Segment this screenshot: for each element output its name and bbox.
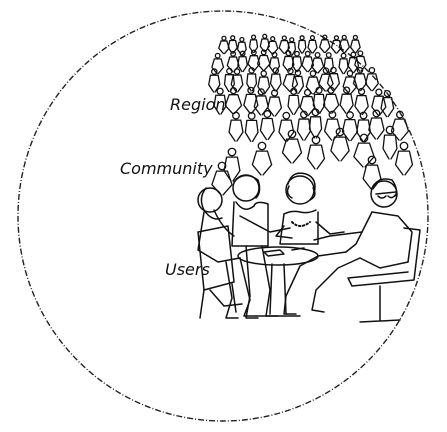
label-users: Users <box>165 260 210 279</box>
community-person-icon <box>281 129 303 164</box>
crowd-person-icon <box>218 35 230 55</box>
community-person-icon <box>223 147 241 182</box>
scope-circle <box>17 10 429 422</box>
crowd-person-icon <box>237 50 248 73</box>
crowd-person-icon <box>323 52 334 74</box>
crowd-person-icon <box>259 110 275 141</box>
crowd-person-icon <box>371 88 387 116</box>
crowd-person-icon <box>326 66 341 92</box>
seated-group-illustration-icon <box>197 172 421 323</box>
crowd-person-icon <box>259 33 270 53</box>
crowd-person-icon <box>228 111 244 142</box>
crowd-person-icon <box>341 111 359 142</box>
crowd-person-icon <box>305 70 321 95</box>
crowd-person-icon <box>278 111 295 142</box>
crowd-person-icon <box>390 110 410 141</box>
crowd-person-icon <box>291 69 305 94</box>
round-table-illustration-icon <box>237 246 319 266</box>
crowd-person-icon <box>368 109 385 140</box>
crowd-person-icon <box>227 35 238 54</box>
crowd-person-icon <box>338 52 349 75</box>
crowd-person-icon <box>244 111 259 143</box>
crowd-person-icon <box>247 49 261 72</box>
crowd-person-icon <box>356 111 372 142</box>
crowd-person-icon <box>208 68 221 93</box>
community-person-icon <box>330 127 350 162</box>
crowd-person-icon <box>319 34 331 54</box>
crowd-person-icon <box>364 66 379 92</box>
crowd-person-icon <box>347 51 360 74</box>
label-region: Region <box>170 95 226 114</box>
crowd-person-icon <box>287 87 300 115</box>
crowd-person-icon <box>308 108 323 139</box>
label-community: Community <box>120 159 213 178</box>
crowd-person-icon <box>268 51 281 74</box>
crowd-person-icon <box>282 67 299 93</box>
crowd-person-icon <box>266 36 279 55</box>
crowd-person-icon <box>213 87 227 115</box>
crowd-person-icon <box>312 86 326 114</box>
community-person-icon <box>353 133 375 168</box>
crowd-person-icon <box>354 87 369 116</box>
crowd-person-icon <box>301 50 315 73</box>
crowd-person-icon <box>224 87 243 115</box>
crowd-person-icon <box>380 89 395 118</box>
community-person-icon <box>251 141 273 176</box>
crowd-person-icon <box>256 49 271 71</box>
community-person-icon <box>394 141 414 176</box>
crowd-person-icon <box>211 52 225 75</box>
crowd-person-icon <box>297 35 307 54</box>
crowd-person-icon <box>243 86 259 114</box>
community-person-icon <box>362 155 382 190</box>
crowd-illustration-icon <box>208 33 410 143</box>
crowd-person-icon <box>323 110 341 141</box>
crowd-person-icon <box>267 89 283 117</box>
crowd-person-icon <box>291 50 303 73</box>
crowd-person-icon <box>230 68 244 93</box>
crowd-person-icon <box>339 86 354 114</box>
crowd-person-icon <box>338 34 351 54</box>
crowd-person-icon <box>322 86 340 114</box>
crowd-person-icon <box>349 34 361 54</box>
community-person-icon <box>382 125 398 160</box>
community-person-icon <box>306 135 326 170</box>
crowd-person-icon <box>307 35 318 54</box>
community-figures-icon <box>211 125 414 196</box>
crowd-person-icon <box>257 70 271 95</box>
crowd-person-icon <box>269 67 282 92</box>
crowd-person-icon <box>310 52 325 74</box>
